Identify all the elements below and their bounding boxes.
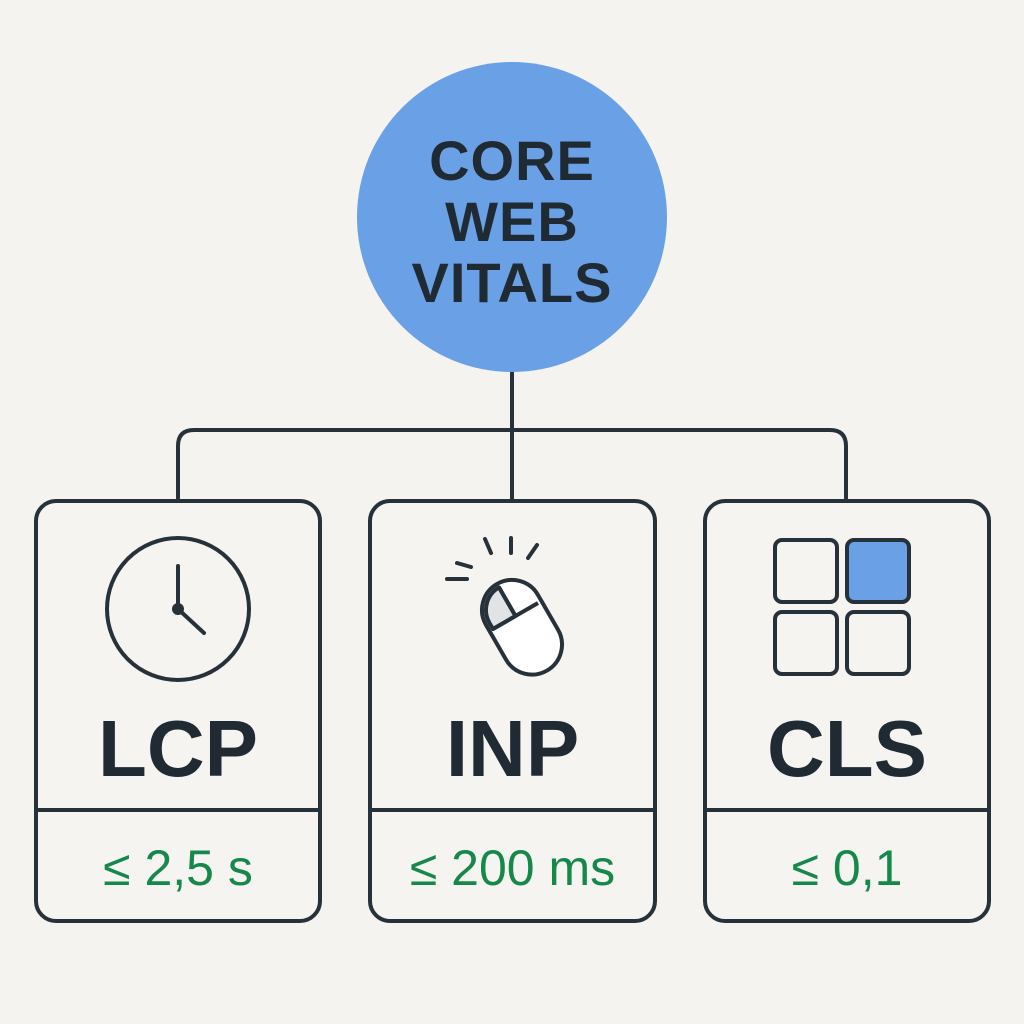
hub-title-line-3: VITALS [411, 250, 613, 314]
branch-line-left [176, 428, 514, 500]
card-divider [707, 808, 987, 812]
metric-card-cls: CLS ≤ 0,1 [703, 499, 991, 923]
metric-name-cls: CLS [767, 704, 927, 793]
metric-card-lcp: LCP ≤ 2,5 s [34, 499, 322, 923]
branch-line-right [510, 428, 848, 500]
clock-icon [98, 529, 258, 689]
threshold-lcp: ≤ 2,5 s [103, 840, 253, 896]
hub-title-line-1: CORE [429, 128, 595, 192]
hub-title-line-2: WEB [445, 189, 579, 253]
core-web-vitals-hub: CORE WEB VITALS [357, 62, 667, 372]
metric-card-inp: INP ≤ 200 ms [368, 499, 657, 923]
card-divider [38, 808, 318, 812]
layout-grid-icon [767, 529, 927, 689]
threshold-inp: ≤ 200 ms [409, 840, 616, 896]
card-divider [372, 808, 653, 812]
threshold-cls: ≤ 0,1 [791, 840, 903, 896]
metric-name-lcp: LCP [98, 704, 258, 793]
metric-name-inp: INP [445, 704, 580, 793]
mouse-click-icon [433, 529, 593, 689]
